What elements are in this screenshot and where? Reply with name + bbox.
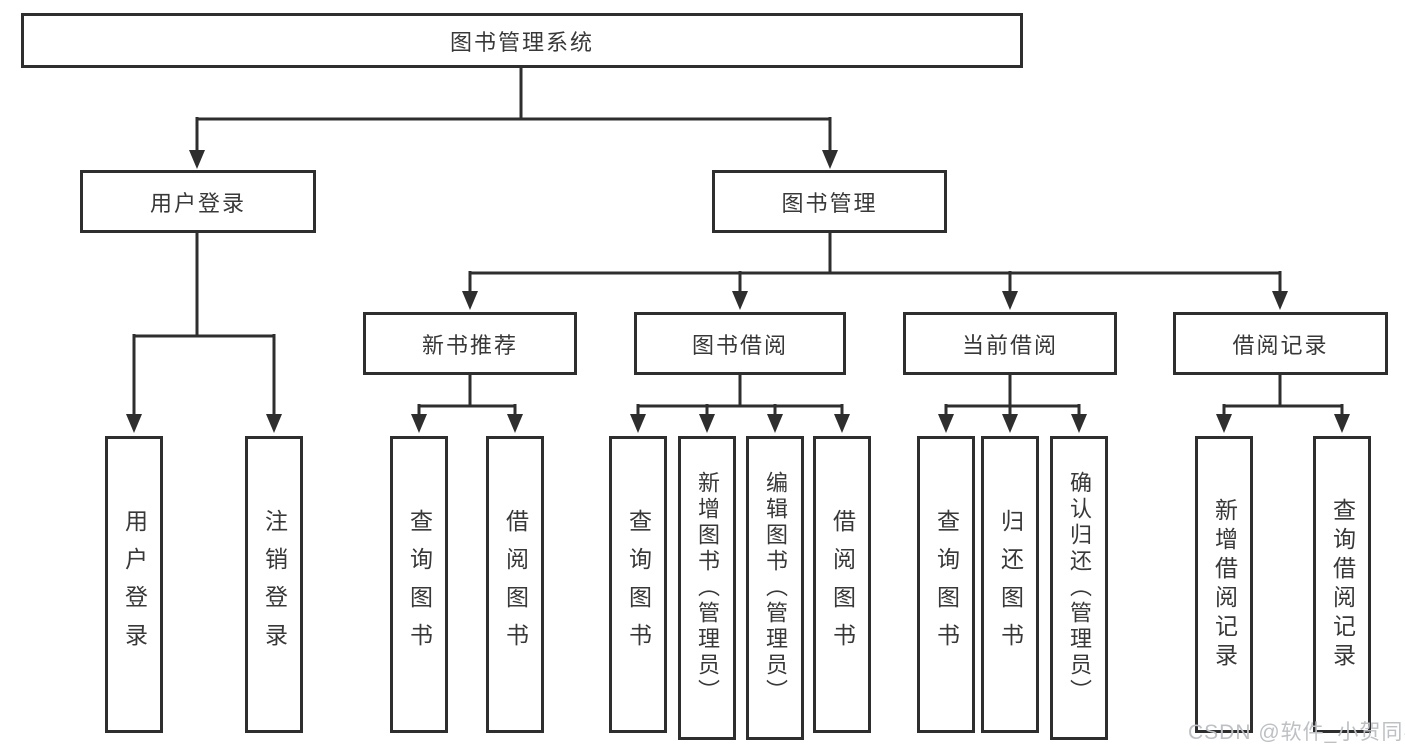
leaf-add-books-admin: 新增图书（管理员）	[678, 436, 736, 740]
node-borrowing-records-label: 借阅记录	[1232, 332, 1329, 358]
node-book-borrowing: 图书借阅	[634, 312, 846, 375]
leaf-borrow-books-borrowing: 借阅图书	[813, 436, 871, 733]
leaf-add-borrow-record: 新增借阅记录	[1195, 436, 1253, 733]
leaf-logout-label: 注销登录	[261, 508, 288, 661]
leaf-query-books-current: 查询图书	[917, 436, 975, 733]
node-new-book-recommendation: 新书推荐	[363, 312, 577, 375]
leaf-add-borrow-record-label: 新增借阅记录	[1211, 497, 1238, 672]
leaf-borrow-books-borrowing-label: 借阅图书	[829, 508, 856, 661]
node-new-book-recommendation-label: 新书推荐	[421, 332, 518, 358]
leaf-query-books-borrowing: 查询图书	[609, 436, 667, 733]
leaf-confirm-return-admin-label: 确认归还（管理员）	[1067, 471, 1092, 705]
leaf-query-books-recommend: 查询图书	[390, 436, 448, 733]
node-borrowing-records: 借阅记录	[1173, 312, 1388, 375]
connector-book-borrow-children	[630, 375, 850, 433]
leaf-edit-books-admin: 编辑图书（管理员）	[746, 436, 804, 740]
leaf-add-books-admin-label: 新增图书（管理员）	[695, 471, 720, 705]
connector-borrow-records-children	[1216, 375, 1350, 433]
node-book-borrowing-label: 图书借阅	[691, 332, 788, 358]
connector-root-to-level2	[189, 68, 838, 169]
leaf-confirm-return-admin: 确认归还（管理员）	[1050, 436, 1108, 740]
leaf-user-login: 用户登录	[105, 436, 163, 733]
connector-user-login-children	[126, 233, 282, 433]
leaf-borrow-books-recommend-label: 借阅图书	[502, 508, 529, 661]
node-user-login: 用户登录	[80, 170, 316, 233]
leaf-logout: 注销登录	[245, 436, 303, 733]
node-book-management-label: 图书管理	[781, 190, 878, 216]
leaf-query-books-recommend-label: 查询图书	[406, 508, 433, 661]
node-root-library-system: 图书管理系统	[21, 13, 1023, 68]
csdn-watermark: CSDN @软件_小贺同学	[1188, 721, 1405, 744]
leaf-query-borrow-record: 查询借阅记录	[1313, 436, 1371, 733]
node-book-management: 图书管理	[712, 170, 947, 233]
connector-new-book-rec-children	[411, 375, 523, 433]
leaf-query-books-borrowing-label: 查询图书	[625, 508, 652, 661]
leaf-query-books-current-label: 查询图书	[933, 508, 960, 661]
leaf-edit-books-admin-label: 编辑图书（管理员）	[763, 471, 788, 705]
connector-book-mgmt-children	[462, 233, 1288, 310]
leaf-return-books: 归还图书	[981, 436, 1039, 733]
leaf-return-books-label: 归还图书	[997, 508, 1024, 661]
leaf-query-borrow-record-label: 查询借阅记录	[1329, 497, 1356, 672]
node-root-label: 图书管理系统	[449, 29, 594, 55]
connector-current-borrow-children	[938, 375, 1087, 433]
node-current-borrowing: 当前借阅	[903, 312, 1117, 375]
leaf-user-login-label: 用户登录	[121, 508, 148, 661]
node-user-login-label: 用户登录	[149, 190, 246, 216]
leaf-borrow-books-recommend: 借阅图书	[486, 436, 544, 733]
node-current-borrowing-label: 当前借阅	[961, 332, 1058, 358]
